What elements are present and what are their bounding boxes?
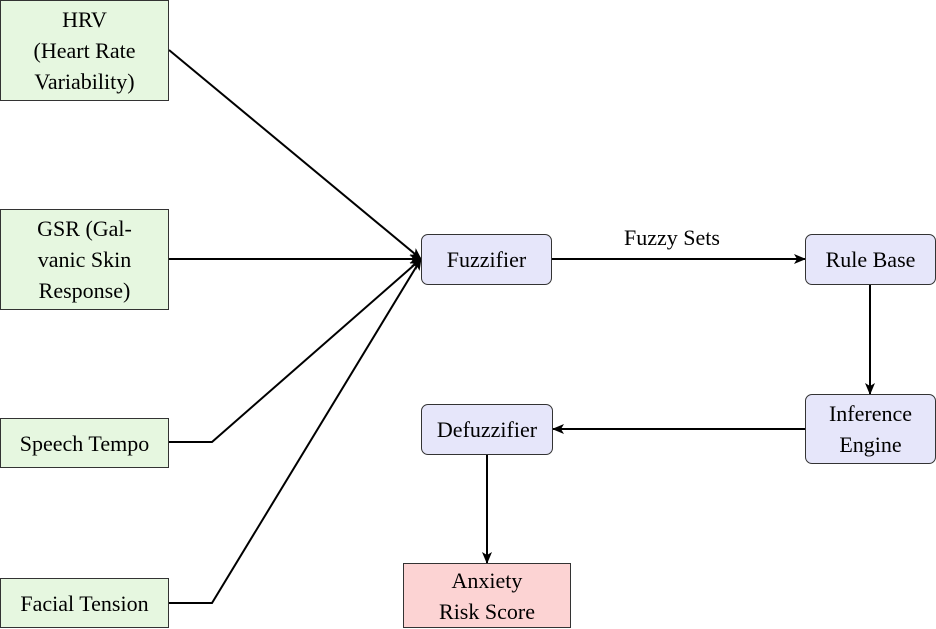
defuzzifier-label-line: Defuzzifier [436,417,538,442]
hrv-label: HRV (Heart Rate Variability) [34,4,136,97]
gsr-label: GSR (Gal- vanic Skin Response) [37,213,132,306]
output-node-anxiety-risk-score: Anxiety Risk Score [403,563,571,628]
edge-hrv-to-fuzzifier [168,49,422,260]
edge-label-fuzzy-sets: Fuzzy Sets [624,225,720,250]
fuzzifier-label: Fuzzifier [447,244,526,275]
input-node-speech-tempo: Speech Tempo [0,418,169,468]
process-node-inference-engine: Inference Engine [805,394,936,464]
process-node-fuzzifier: Fuzzifier [421,234,552,285]
rule-base-label-line: Rule Base [825,247,916,272]
edge-speech-to-fuzzifier [169,258,422,443]
hrv-label-line: HRV [62,7,107,32]
rule-base-label: Rule Base [826,244,916,275]
defuzzifier-label: Defuzzifier [437,414,537,445]
speech-tempo-label-line: Speech Tempo [19,430,150,456]
gsr-label-line: vanic Skin [37,247,132,272]
inference-engine-label-line: Inference [828,401,913,426]
anxiety-risk-score-label-line: Risk Score [439,598,535,624]
anxiety-risk-score-label-line: Anxiety [451,567,523,593]
edge-facial-to-fuzzifier [169,258,422,604]
input-node-gsr: GSR (Gal- vanic Skin Response) [0,209,169,310]
process-node-defuzzifier: Defuzzifier [421,404,553,455]
speech-tempo-label: Speech Tempo [20,428,149,459]
gsr-label-line: Response) [38,278,131,303]
hrv-label-line: Variability) [34,69,135,94]
hrv-label-line: (Heart Rate [33,38,136,63]
input-node-hrv: HRV (Heart Rate Variability) [0,0,169,101]
process-node-rule-base: Rule Base [805,234,936,285]
inference-engine-label: Inference Engine [829,398,912,460]
gsr-label-line: GSR (Gal- [37,216,132,241]
facial-tension-label: Facial Tension [20,588,148,619]
fuzzifier-label-line: Fuzzifier [446,247,527,272]
inference-engine-label-line: Engine [839,432,902,457]
facial-tension-label-line: Facial Tension [20,590,149,616]
input-node-facial-tension: Facial Tension [0,578,169,628]
anxiety-risk-score-label: Anxiety Risk Score [439,565,535,627]
